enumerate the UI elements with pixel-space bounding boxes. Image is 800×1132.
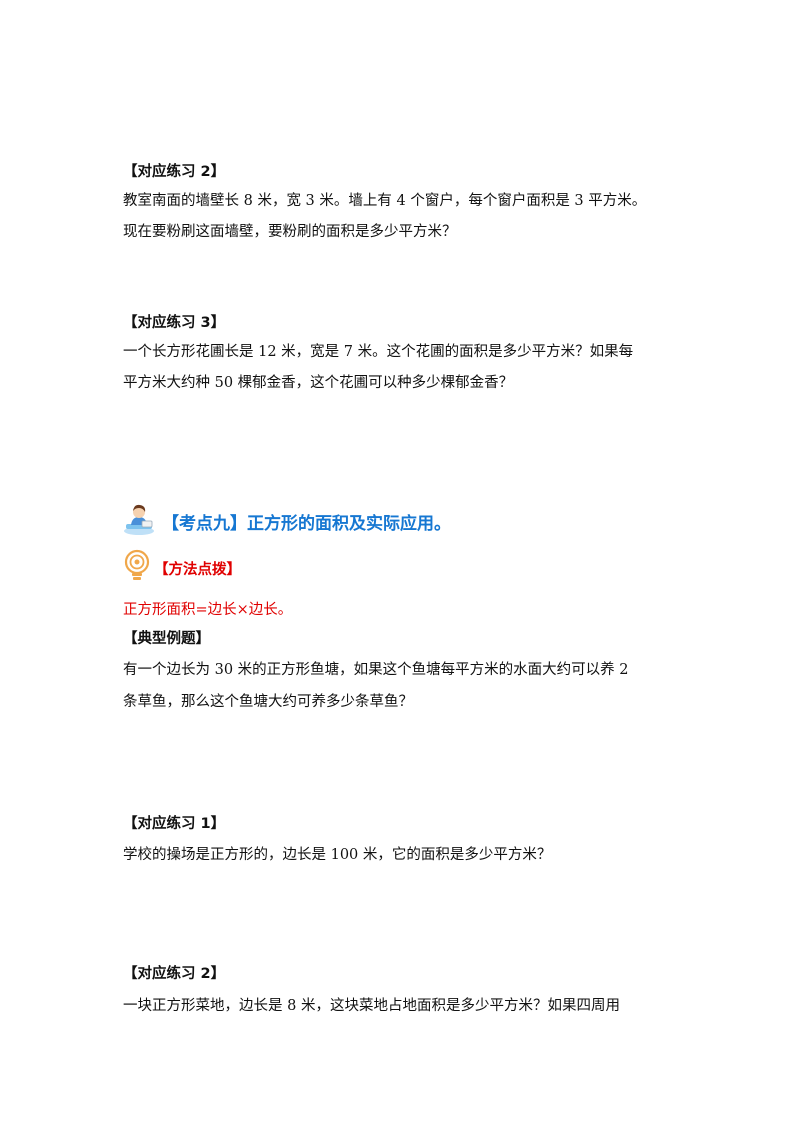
- example-heading: 【典型例题】: [123, 631, 210, 647]
- practice-1-body: 学校的操场是正方形的，边长是 100 米，它的面积是多少平方米？: [123, 845, 683, 865]
- example-text-line: 有一个边长为 30 米的正方形鱼塘，如果这个鱼塘每平方米的水面大约可以养 2: [123, 662, 629, 678]
- practice-2-top-body-2: 现在要粉刷这面墙壁，要粉刷的面积是多少平方米？: [123, 222, 683, 242]
- method-text-line: 正方形面积=边长×边长。: [123, 602, 293, 618]
- practice-3: 【对应练习 3】: [123, 313, 683, 333]
- practice-heading: 【对应练习 2】: [123, 164, 226, 180]
- example-body: 有一个边长为 30 米的正方形鱼塘，如果这个鱼塘每平方米的水面大约可以养 2: [123, 660, 683, 680]
- practice-text-line: 现在要粉刷这面墙壁，要粉刷的面积是多少平方米？: [123, 224, 457, 240]
- practice-2-bottom-body: 一块正方形菜地，边长是 8 米，这块菜地占地面积是多少平方米？如果四周用: [123, 996, 683, 1016]
- method-tip-label: 【方法点拨】: [154, 561, 241, 578]
- method-tip-header: 【方法点拨】: [122, 548, 241, 588]
- practice-heading: 【对应练习 1】: [123, 816, 226, 832]
- section-title: 【考点九】正方形的面积及实际应用。: [122, 503, 451, 539]
- practice-2-bottom: 【对应练习 2】: [123, 964, 683, 984]
- practice-text-line: 平方米大约种 50 棵郁金香，这个花圃可以种多少棵郁金香？: [123, 375, 514, 391]
- practice-heading: 【对应练习 3】: [123, 315, 226, 331]
- student-at-desk-icon: [122, 502, 156, 540]
- practice-text-line: 一块正方形菜地，边长是 8 米，这块菜地占地面积是多少平方米？如果四周用: [123, 998, 620, 1014]
- method-text: 正方形面积=边长×边长。: [123, 600, 683, 620]
- practice-text-line: 一个长方形花圃长是 12 米，宽是 7 米。这个花圃的面积是多少平方米？如果每: [123, 344, 634, 360]
- practice-2-top-body: 教室南面的墙壁长 8 米，宽 3 米。墙上有 4 个窗户，每个窗户面积是 3 平…: [123, 191, 683, 211]
- example-heading-block: 【典型例题】: [123, 629, 683, 649]
- practice-2-top: 【对应练习 2】: [123, 162, 683, 182]
- practice-text-line: 学校的操场是正方形的，边长是 100 米，它的面积是多少平方米？: [123, 847, 552, 863]
- section-title-text: 【考点九】正方形的面积及实际应用。: [162, 513, 451, 534]
- practice-1: 【对应练习 1】: [123, 814, 683, 834]
- practice-text-line: 教室南面的墙壁长 8 米，宽 3 米。墙上有 4 个窗户，每个窗户面积是 3 平…: [123, 193, 647, 209]
- practice-3-body-2: 平方米大约种 50 棵郁金香，这个花圃可以种多少棵郁金香？: [123, 373, 683, 393]
- lightbulb-icon: [122, 548, 152, 588]
- example-body-2: 条草鱼，那么这个鱼塘大约可养多少条草鱼？: [123, 692, 683, 712]
- practice-3-body: 一个长方形花圃长是 12 米，宽是 7 米。这个花圃的面积是多少平方米？如果每: [123, 342, 683, 362]
- example-text-line: 条草鱼，那么这个鱼塘大约可养多少条草鱼？: [123, 694, 413, 710]
- practice-heading: 【对应练习 2】: [123, 966, 226, 982]
